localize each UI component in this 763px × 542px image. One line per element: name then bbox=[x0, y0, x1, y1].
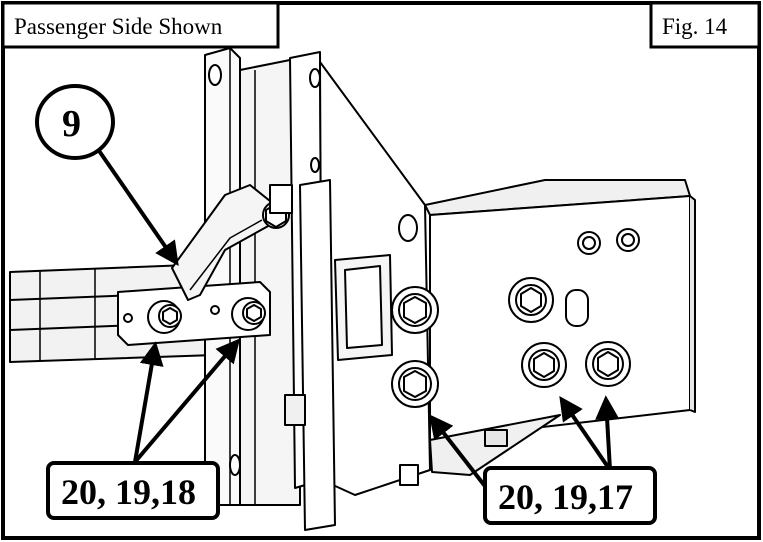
callout-9-text: 9 bbox=[62, 103, 81, 145]
callout-left: 20, 19,18 bbox=[46, 461, 220, 520]
callout-left-arrows bbox=[133, 338, 241, 464]
callout-right-box bbox=[483, 466, 657, 525]
callout-left-text: 20, 19,18 bbox=[61, 472, 196, 512]
callout-right: 20, 19,17 bbox=[483, 466, 657, 525]
upper-holes bbox=[577, 228, 640, 255]
right-tube-top bbox=[424, 179, 691, 216]
figure-label-box: Fig. 14 bbox=[649, 1, 761, 49]
side-label-box: Passenger Side Shown bbox=[1, 1, 280, 49]
right-tube-face bbox=[429, 195, 691, 441]
front-bar bbox=[299, 179, 336, 531]
callout-right-arrows bbox=[429, 395, 620, 492]
callout-right-text: 20, 19,17 bbox=[498, 477, 633, 517]
figure-number: Fig. 14 bbox=[662, 14, 728, 39]
callout-left-box bbox=[46, 461, 220, 520]
right-face-bolts bbox=[508, 277, 631, 388]
callout-9: 9 bbox=[35, 84, 179, 266]
leader-arrow-9 bbox=[93, 143, 179, 266]
latch-bolts bbox=[147, 297, 266, 334]
gusset-bolts bbox=[391, 286, 439, 408]
callout-9-circle bbox=[35, 84, 115, 160]
hitch-assembly-drawing bbox=[9, 47, 696, 531]
slot-cutout bbox=[565, 289, 589, 327]
side-label: Passenger Side Shown bbox=[14, 14, 223, 39]
